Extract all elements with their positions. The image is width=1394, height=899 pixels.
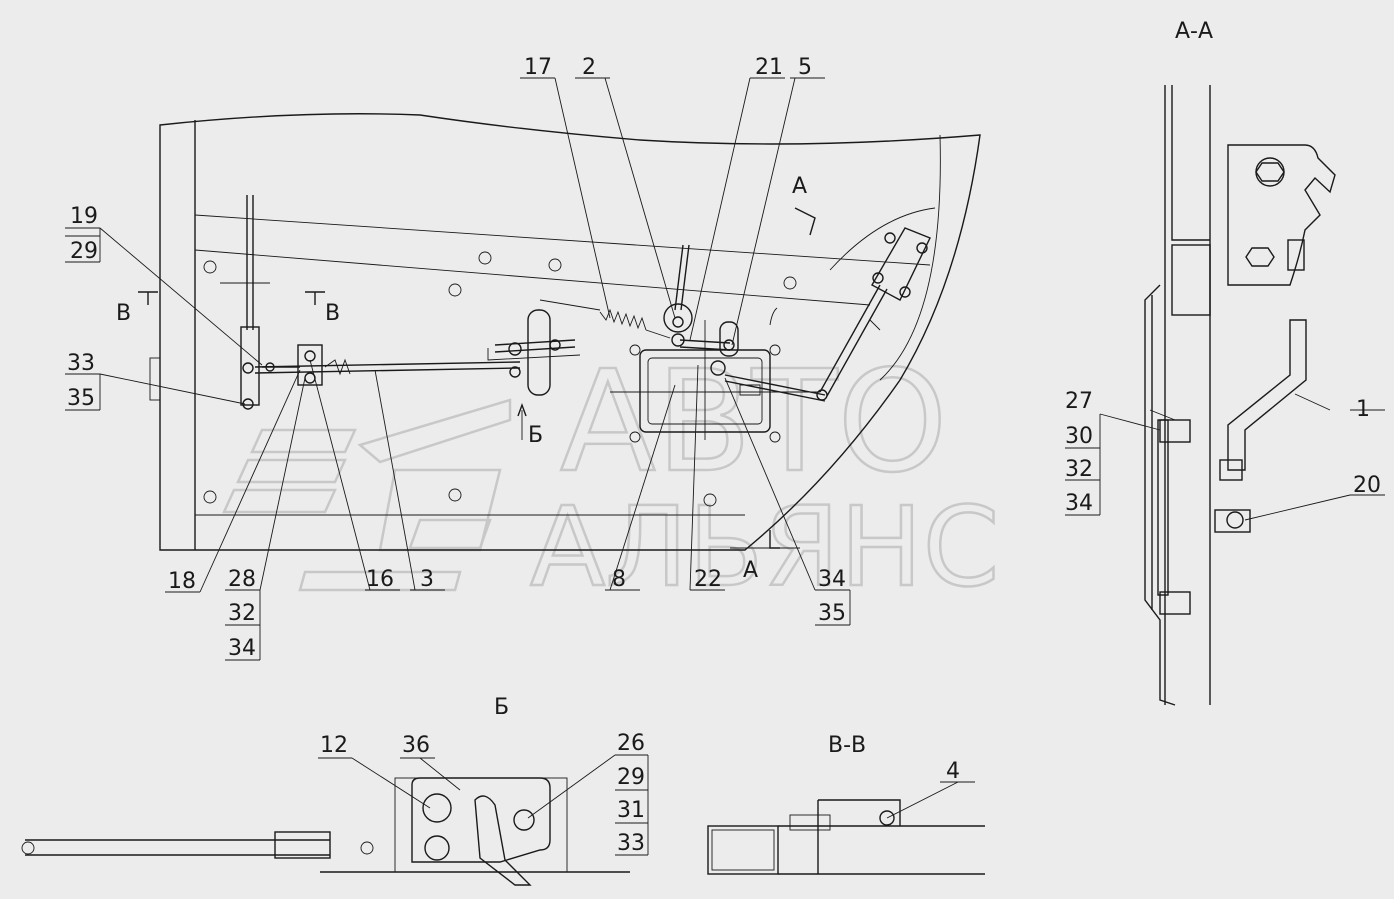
callout-8: 8 [612,567,626,592]
watermark: АВТО АЛЬЯНС [222,340,1001,612]
section-aa-title: А-А [1175,19,1213,44]
section-aa [1144,85,1336,706]
main-view [138,113,981,551]
view-b-title: Б [494,695,509,720]
label-rules [65,228,1101,856]
callout-35: 35 [67,386,95,411]
section-vv [707,799,985,875]
callout-18: 18 [168,569,196,594]
watermark-line1: АВТО [560,341,948,504]
marker-a-bottom: А [743,558,758,583]
labels: А-А Б В-В А А Б В В 17 2 21 5 19 29 33 3… [67,19,1381,856]
callout-29-b: 29 [617,765,645,790]
callout-32-b: 32 [1065,457,1093,482]
callout-27: 27 [1065,389,1093,414]
view-b [21,777,630,886]
callout-31: 31 [617,798,645,823]
callout-20: 20 [1353,473,1381,498]
callout-12: 12 [320,733,348,758]
leader-lines [65,77,1385,819]
callout-26: 26 [617,731,645,756]
callout-2: 2 [582,55,596,80]
marker-a-top: А [792,174,807,199]
callout-29: 29 [70,239,98,264]
callout-17: 17 [524,55,552,80]
callout-5: 5 [798,55,812,80]
callout-33-b: 33 [617,831,645,856]
callout-19: 19 [70,204,98,229]
callout-30: 30 [1065,424,1093,449]
callout-34-b: 34 [818,567,846,592]
watermark-logo [222,398,512,592]
watermark-line2: АЛЬЯНС [530,483,999,611]
callout-36: 36 [402,733,430,758]
callout-1: 1 [1356,397,1370,422]
callout-4: 4 [946,759,960,784]
callout-34: 34 [228,636,256,661]
marker-v-right: В [325,301,340,326]
callout-32: 32 [228,601,256,626]
callout-34-c: 34 [1065,491,1093,516]
callout-33: 33 [67,351,95,376]
callout-21: 21 [755,55,783,80]
callout-22: 22 [694,567,722,592]
marker-b: Б [528,423,543,448]
callout-35-b: 35 [818,601,846,626]
marker-v-left: В [116,301,131,326]
callout-3: 3 [420,567,434,592]
section-vv-title: В-В [828,733,866,758]
callout-28: 28 [228,567,256,592]
callout-16: 16 [366,567,394,592]
